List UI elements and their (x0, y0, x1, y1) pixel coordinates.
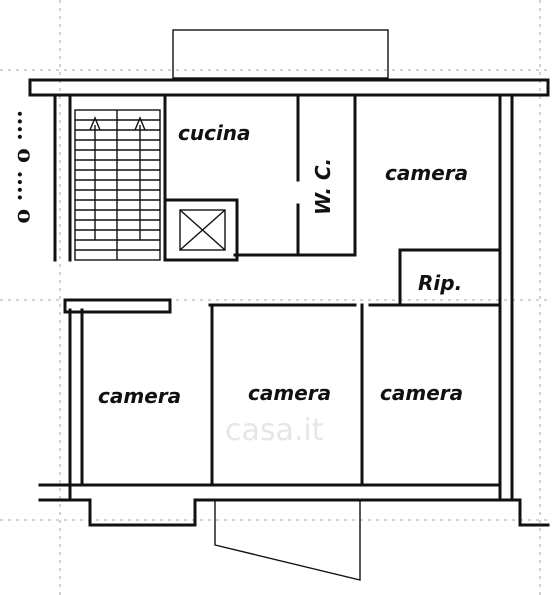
interior-walls (163, 93, 502, 487)
elevator-shaft (163, 198, 239, 262)
staircase (74, 109, 161, 261)
room-label-ripostiglio: Rip. (418, 271, 462, 295)
margin-annotation: .... o .... o (12, 110, 38, 224)
room-label-cucina: cucina (178, 121, 251, 145)
room-label-camera-bottom-right: camera (380, 381, 463, 405)
top-balcony (172, 29, 389, 79)
room-label-camera-top-right: camera (385, 161, 468, 185)
bottom-balcony (214, 500, 361, 581)
watermark: casa.it (225, 413, 324, 448)
room-label-wc: W. C. (311, 158, 335, 215)
outer-walls (28, 78, 550, 527)
room-label-camera-bottom-center: camera (248, 381, 331, 405)
room-label-camera-bottom-left: camera (98, 384, 181, 408)
